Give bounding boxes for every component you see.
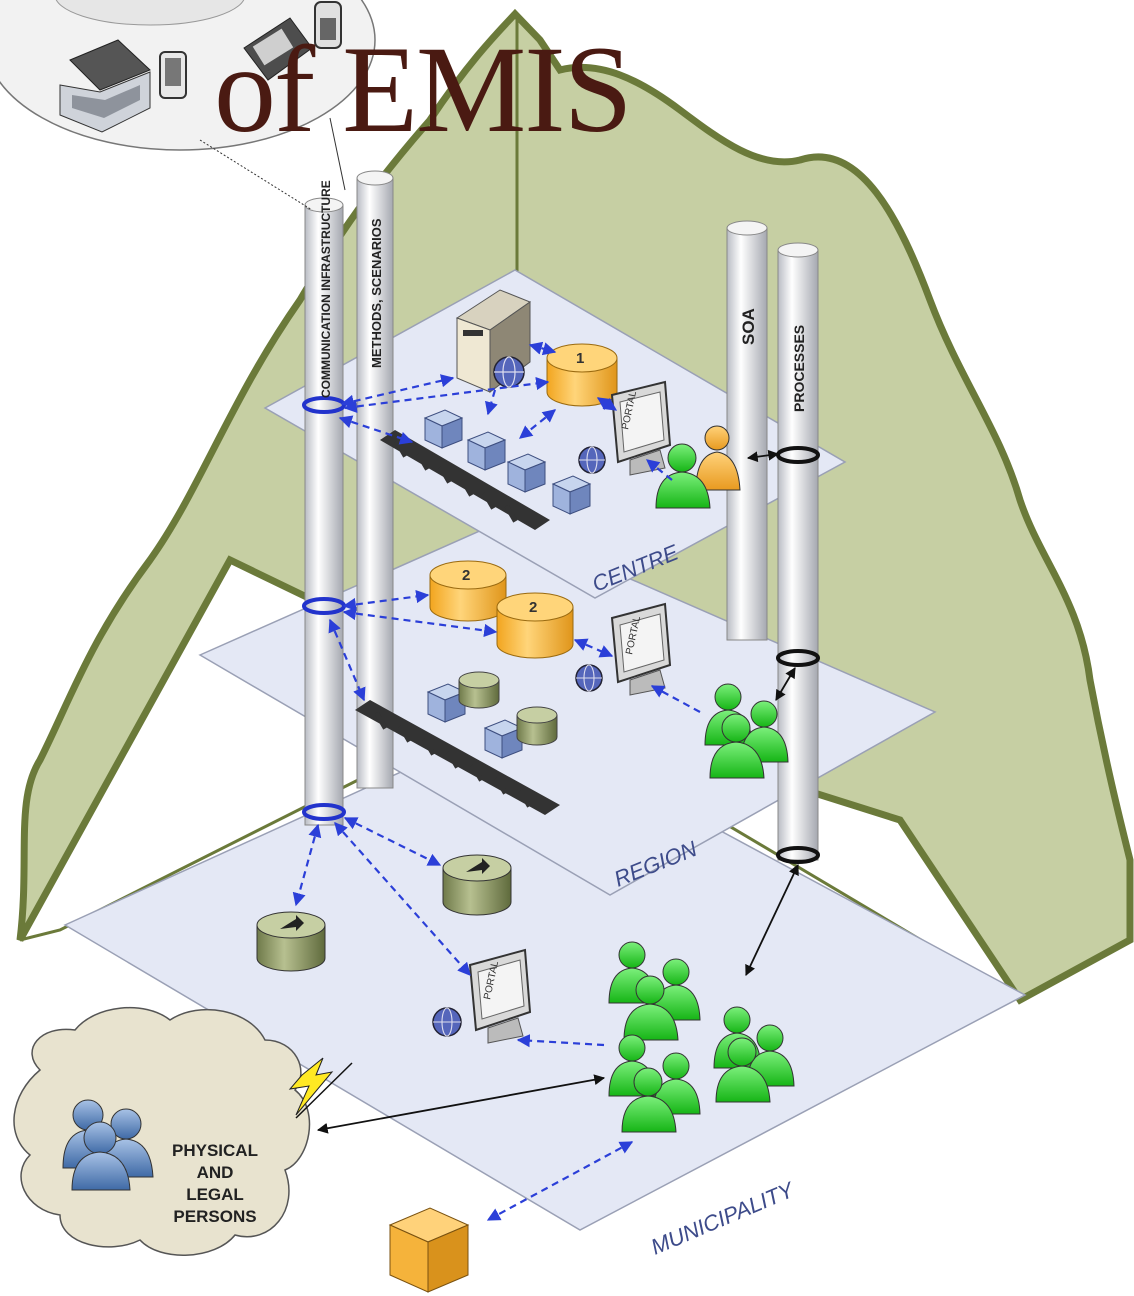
database-icon-region-b: 2	[496, 592, 574, 659]
laptop-icon	[59, 39, 151, 133]
level-label-municipality: MUNICIPALITY	[647, 1177, 798, 1260]
persons-label-line3: LEGAL	[186, 1185, 244, 1204]
devices-bubble	[0, 0, 376, 211]
people-icon-centre-orange	[695, 425, 741, 491]
globe-icon	[578, 446, 606, 474]
people-icon-region	[704, 683, 789, 779]
cube-icon	[551, 475, 592, 515]
pillar-label-methods: METHODS, SCENARIOS	[369, 218, 384, 368]
persons-label-line2: AND	[196, 1163, 234, 1182]
globe-icon	[432, 1007, 462, 1037]
globe-icon	[575, 664, 603, 692]
mobile-icon	[314, 1, 342, 49]
database-icon-region-a: 2	[429, 560, 507, 622]
people-icon-municipality-a	[608, 941, 701, 1041]
pillar-soa	[726, 220, 768, 641]
cube-icon	[506, 453, 547, 493]
people-icon-persons	[62, 1099, 154, 1191]
database-number-centre: 1	[576, 350, 584, 367]
cube-icon	[423, 409, 464, 449]
pillar-label-processes: PROCESSES	[791, 325, 807, 412]
people-icon-municipality-c	[608, 1034, 701, 1133]
people-icon-municipality-b	[713, 1006, 795, 1103]
service-bus-region	[355, 700, 560, 815]
pillar-communication	[302, 197, 346, 826]
cube-icon	[483, 719, 524, 759]
portal-monitor-icon-centre: PORTAL	[610, 380, 672, 476]
phone-icon	[159, 51, 187, 99]
service-bus-centre	[380, 430, 550, 530]
pillar-label-soa: SOA	[739, 308, 758, 345]
flow-arrows-black	[316, 449, 799, 1134]
persons-cloud	[13, 1007, 311, 1256]
portal-monitor-icon-municipality: PORTAL	[468, 948, 532, 1044]
olive-router-icon	[442, 854, 512, 916]
database-number-region-b: 2	[529, 599, 537, 616]
people-icon-centre-green	[655, 443, 711, 509]
lightning-icon	[288, 1057, 334, 1116]
database-icon-centre: 1	[546, 343, 618, 407]
persons-label-line1: PHYSICAL	[172, 1141, 258, 1160]
flow-arrows-blue	[292, 341, 701, 1221]
page-title: of EMIS	[214, 21, 633, 158]
olive-disk-icon	[458, 671, 500, 709]
globe-icon	[493, 356, 525, 388]
database-number-region-a: 2	[462, 567, 470, 584]
persons-label: PHYSICAL AND LEGAL PERSONS	[150, 1140, 280, 1228]
persons-label-line4: PERSONS	[173, 1207, 257, 1226]
portal-monitor-icon-region: PORTAL	[610, 602, 672, 696]
olive-disk-icon	[516, 706, 558, 746]
olive-router-icon	[256, 911, 326, 972]
cube-icon	[466, 431, 507, 471]
pillar-label-communication: COMMUNICATION INFRASTRUCTURE	[319, 180, 333, 398]
cube-icon-orange	[388, 1207, 470, 1293]
telephone-icon	[243, 17, 313, 81]
